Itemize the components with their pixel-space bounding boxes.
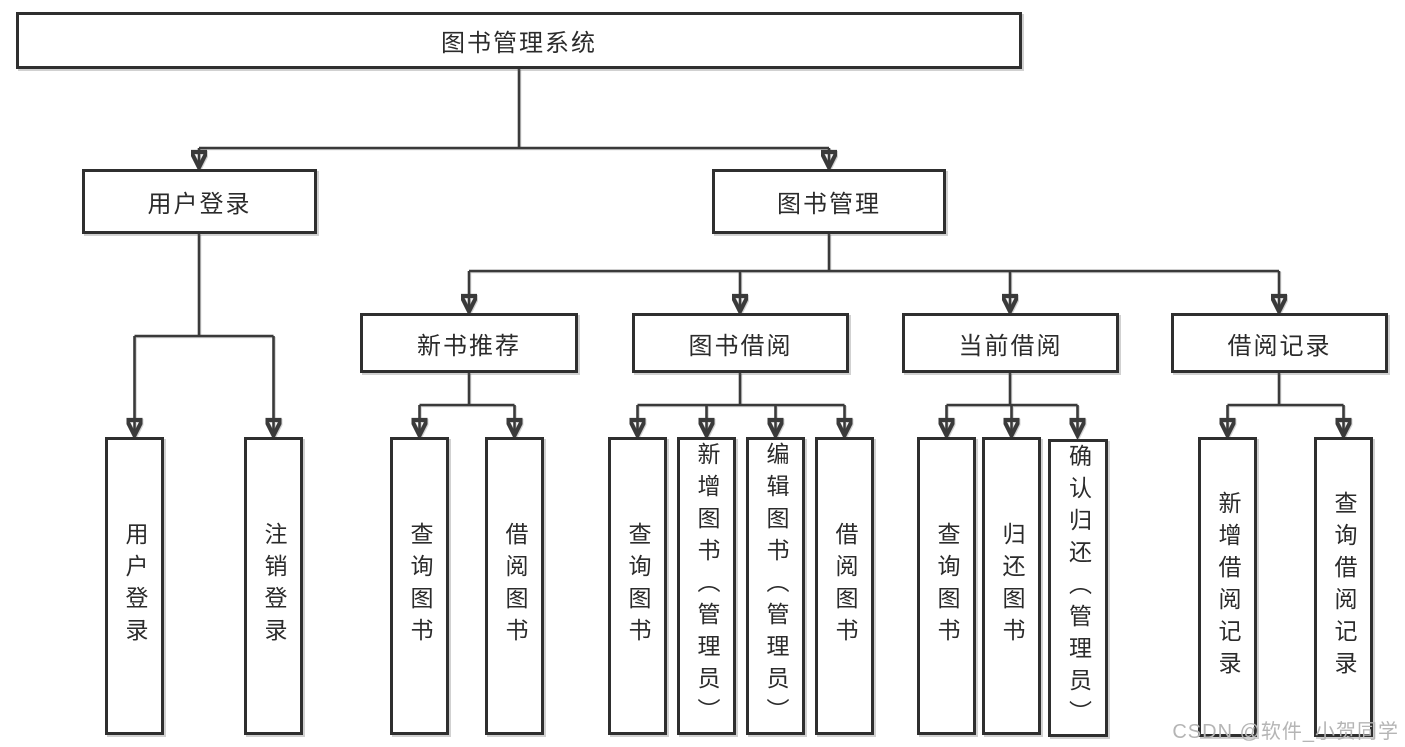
- leaf-query-books-recommend: 查询图书: [390, 437, 449, 735]
- leaf-query-books-current: 查询图书: [917, 437, 976, 735]
- csdn-watermark: CSDN @软件_小贺同学: [1172, 721, 1399, 743]
- leaf-query-borrow-record: 查询借阅记录: [1314, 437, 1373, 737]
- leaf-user-login: 用户登录: [105, 437, 164, 735]
- leaf-confirm-return-admin: 确认归还（管理员）: [1048, 439, 1108, 737]
- leaf-logout: 注销登录: [244, 437, 303, 735]
- leaf-borrow-books-recommend: 借阅图书: [485, 437, 544, 735]
- node-book-management: 图书管理: [712, 169, 946, 234]
- node-new-book-recommend: 新书推荐: [360, 313, 578, 373]
- leaf-edit-books-admin: 编辑图书（管理员）: [746, 437, 805, 735]
- leaf-borrow-books: 借阅图书: [815, 437, 874, 735]
- leaf-query-books-borrow: 查询图书: [608, 437, 667, 735]
- node-current-borrow: 当前借阅: [902, 313, 1119, 373]
- leaf-add-books-admin: 新增图书（管理员）: [677, 437, 736, 735]
- leaf-add-borrow-record: 新增借阅记录: [1198, 437, 1257, 737]
- node-user-login: 用户登录: [82, 169, 317, 234]
- node-borrow-records: 借阅记录: [1171, 313, 1388, 373]
- node-book-borrow: 图书借阅: [632, 313, 849, 373]
- node-root-library-system: 图书管理系统: [16, 12, 1022, 69]
- leaf-return-books: 归还图书: [982, 437, 1041, 735]
